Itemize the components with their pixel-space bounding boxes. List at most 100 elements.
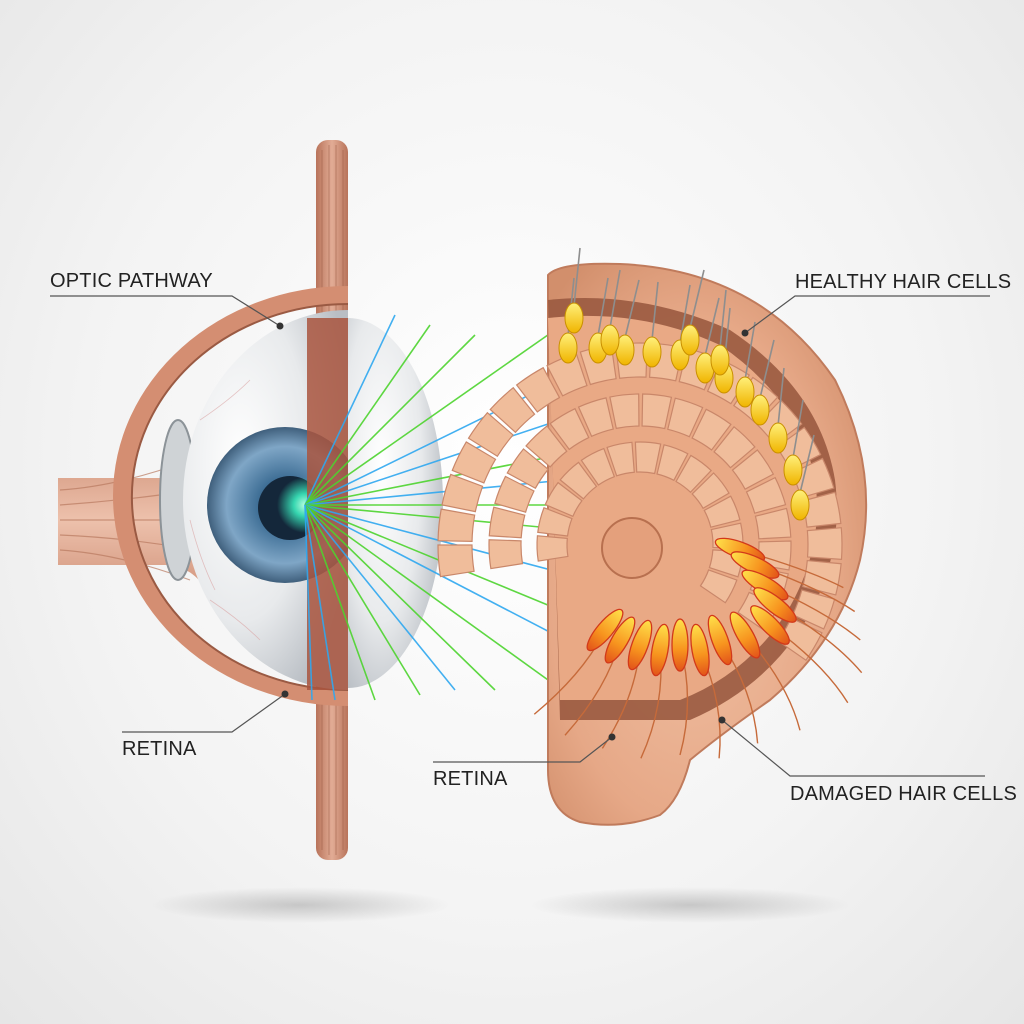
damaged-hair-cell xyxy=(690,623,710,677)
eye-floor-shadow xyxy=(150,887,450,923)
eye-cross-section-icon xyxy=(58,140,443,860)
damaged-hair-cell xyxy=(650,623,670,677)
coil-segment xyxy=(489,386,536,434)
coil-segment xyxy=(691,472,730,510)
hair-bundle xyxy=(744,321,756,381)
leader-lines xyxy=(50,295,990,777)
light-ray-16 xyxy=(304,504,456,691)
coil-segment xyxy=(667,397,704,438)
light-ray-19 xyxy=(304,504,336,701)
cochlea-cross-section-icon xyxy=(437,247,868,826)
light-ray-1 xyxy=(304,314,396,506)
damaged-hair-cells-leader xyxy=(721,719,985,777)
coil-segment xyxy=(606,441,635,477)
damaged-hair-cell xyxy=(671,618,689,672)
coil-segment xyxy=(806,527,843,561)
coil-segment xyxy=(437,544,475,578)
hair-bundle xyxy=(777,367,785,427)
coil-segment xyxy=(467,411,514,458)
coil-segment xyxy=(506,448,550,490)
hair-bundle xyxy=(719,289,727,349)
damaged-hair-cell xyxy=(627,619,653,671)
coil-segment xyxy=(544,481,583,518)
ear-floor-shadow xyxy=(530,887,850,923)
coil-segment xyxy=(634,441,662,475)
coil-segment xyxy=(713,425,756,469)
coil-segment xyxy=(609,393,640,430)
light-ray-4 xyxy=(304,329,556,506)
healthy-hair-cells-group xyxy=(558,247,815,521)
hair-bundle xyxy=(792,399,804,459)
hair-bundle xyxy=(573,247,581,307)
light-ray-6 xyxy=(304,419,561,506)
light-ray-17 xyxy=(304,504,421,696)
damaged-hair-cell xyxy=(729,611,761,659)
healthy-hair-cells-label: HEALTHY HAIR CELLS xyxy=(795,271,1012,293)
coil-segment xyxy=(515,366,561,413)
coil-segment xyxy=(691,408,732,451)
healthy-hair-cell xyxy=(600,324,620,356)
coil-segment xyxy=(703,495,741,528)
damaged-hair-cells-group xyxy=(533,537,863,759)
damaged-hair-cells-label: DAMAGED HAIR CELLS xyxy=(790,783,1017,805)
coil-segment xyxy=(451,441,497,484)
hair-bundle xyxy=(624,279,640,339)
retina-eye-label: RETINA xyxy=(122,738,197,760)
coil-segment xyxy=(675,454,713,494)
light-ray-10 xyxy=(304,504,573,531)
retina-eye-leader xyxy=(122,693,286,733)
retina-ear-label: RETINA xyxy=(433,768,508,790)
light-ray-20 xyxy=(304,504,313,701)
coil-segment xyxy=(488,539,524,570)
coil-segment xyxy=(549,407,590,451)
coil-segment xyxy=(656,444,689,482)
hair-bundle xyxy=(689,269,705,329)
damaged-hair-cell xyxy=(753,587,797,623)
hair-bundle xyxy=(609,269,621,329)
coil-segment xyxy=(731,449,775,490)
hair-bundle xyxy=(597,277,609,337)
coil-segment xyxy=(437,508,476,543)
coil-segment xyxy=(494,475,535,513)
hair-bundle xyxy=(651,281,659,341)
damaged-hair-cell xyxy=(707,614,733,666)
coil-segment xyxy=(745,476,787,514)
healthy-hair-cell xyxy=(642,336,662,368)
hair-bundle xyxy=(704,297,720,357)
coil-segment xyxy=(756,399,803,446)
coil-segment xyxy=(577,397,614,438)
healthy-hair-cell xyxy=(680,324,700,356)
coil-segment xyxy=(754,507,792,540)
healthy-hair-cell xyxy=(783,454,803,486)
eye-right-hemisphere xyxy=(348,318,443,688)
light-ray-3 xyxy=(304,334,476,506)
coil-segment xyxy=(580,447,616,486)
coil-segment xyxy=(441,473,484,513)
healthy-hair-cell xyxy=(768,422,788,454)
healthy-hair-cell xyxy=(750,394,770,426)
coil-segment xyxy=(536,535,569,562)
coil-segment xyxy=(525,425,568,468)
light-ray-13 xyxy=(304,504,566,641)
healthy-hair-cell xyxy=(564,302,584,334)
healthy-hair-cells-leader xyxy=(744,295,990,334)
light-ray-14 xyxy=(304,504,556,686)
coil-segment xyxy=(699,569,738,604)
optic-pathway-leader xyxy=(50,295,281,327)
hair-bundle xyxy=(799,434,815,494)
damaged-hair-cell xyxy=(586,608,624,652)
coil-segment xyxy=(559,461,598,500)
healthy-hair-cell xyxy=(558,332,578,364)
healthy-hair-cell xyxy=(735,376,755,408)
optic-pathway-label: OPTIC PATHWAY xyxy=(50,270,213,292)
light-ray-2 xyxy=(304,324,431,506)
retina-ear-leader xyxy=(433,736,613,763)
coil-center xyxy=(601,517,663,579)
hair-bundle xyxy=(759,339,775,399)
coil-segment xyxy=(641,393,673,430)
coil-segment xyxy=(537,506,573,537)
coil-segment xyxy=(488,506,526,539)
damaged-hair-cell xyxy=(750,605,790,645)
light-ray-15 xyxy=(304,504,496,691)
